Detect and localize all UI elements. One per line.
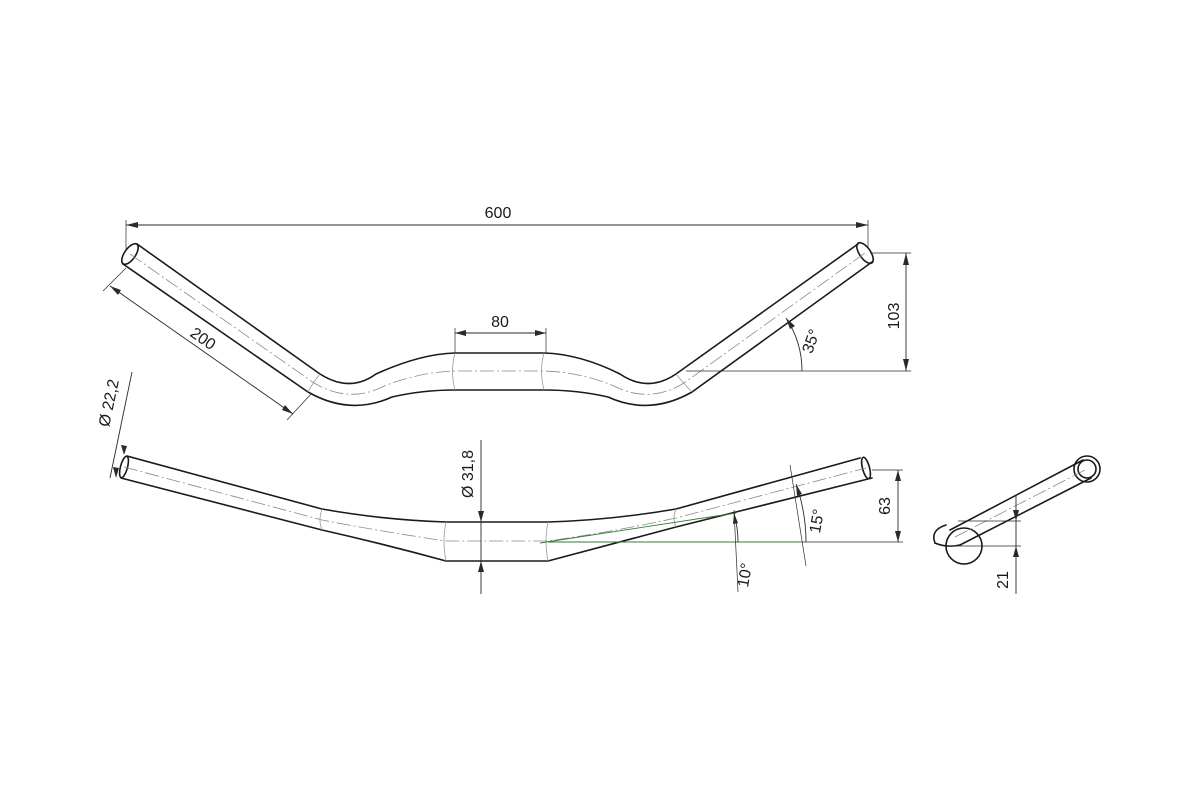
- side-view-tube-end-outer: [1073, 455, 1101, 483]
- dim-600-arrow-right: [856, 222, 868, 228]
- front-view: Ø 22,2 Ø 31,8 63 15° 10°: [96, 371, 903, 594]
- top-view: 600 80 200 103 35°: [102, 205, 911, 421]
- top-view-tube-outline-lower: [122, 261, 873, 407]
- side-view-centerline: [954, 468, 1088, 538]
- angle-15-label: 15°: [807, 508, 828, 535]
- angle-15-ext: [789, 464, 807, 567]
- dim-200-arrow-bottom: [282, 405, 293, 414]
- top-view-seam: [452, 352, 456, 391]
- dim-63-arrow-bottom: [895, 531, 901, 542]
- front-view-seam: [673, 508, 677, 528]
- dim-103-arrow-top: [903, 253, 909, 265]
- dim-d22-arrow-bottom: [113, 467, 119, 478]
- front-view-10deg-line: [539, 512, 737, 544]
- dim-21-label: 21: [995, 571, 1012, 589]
- dim-80-label: 80: [491, 314, 509, 331]
- top-view-seam: [541, 352, 545, 391]
- top-view-seam: [675, 373, 693, 393]
- angle-35-label: 35°: [800, 327, 824, 356]
- angle-15-arrow: [796, 484, 802, 496]
- dim-200-line: [109, 285, 294, 415]
- side-view: 21: [933, 455, 1101, 594]
- dim-d318-label: Ø 31,8: [460, 450, 477, 498]
- dim-200-label: 200: [187, 325, 219, 354]
- front-view-seam: [319, 508, 323, 531]
- dim-d318-arrow-top: [478, 511, 484, 522]
- top-view-seam: [307, 373, 321, 393]
- dim-d22-label: Ø 22,2: [96, 378, 123, 429]
- angle-35-arrow: [786, 318, 795, 329]
- dim-63-label: 63: [877, 497, 894, 515]
- dim-d318-arrow-bottom: [478, 561, 484, 572]
- front-view-centerline: [123, 466, 867, 542]
- dim-600-arrow-left: [126, 222, 138, 228]
- angle-10-ext: [733, 509, 739, 593]
- front-view-seam: [545, 521, 549, 562]
- front-view-tube-outline-lower: [120, 477, 873, 562]
- dim-21-arrow-top: [1013, 510, 1019, 521]
- angle-10-arrow: [733, 513, 738, 524]
- side-view-grip-tube: [933, 459, 1092, 546]
- top-view-centerline: [129, 252, 866, 395]
- dim-200-ext-top: [102, 267, 127, 292]
- dim-200-arrow-top: [110, 286, 121, 295]
- dim-21-arrow-bottom: [1013, 546, 1019, 557]
- dim-80-arrow-right: [535, 330, 546, 336]
- dim-600-label: 600: [485, 205, 512, 222]
- dim-d22-arrow-top: [121, 445, 127, 455]
- angle-10-label: 10°: [735, 562, 756, 589]
- dim-103-label: 103: [886, 303, 903, 330]
- front-view-seam: [443, 521, 447, 562]
- side-view-tube-end-inner: [1077, 459, 1097, 479]
- dim-103-arrow-bottom: [903, 359, 909, 371]
- dim-80-arrow-left: [455, 330, 466, 336]
- dim-63-arrow-top: [895, 470, 901, 481]
- front-view-tube-outline-upper: [126, 455, 861, 523]
- dim-200-ext-bottom: [286, 392, 313, 421]
- dim-d22-line: [109, 371, 133, 479]
